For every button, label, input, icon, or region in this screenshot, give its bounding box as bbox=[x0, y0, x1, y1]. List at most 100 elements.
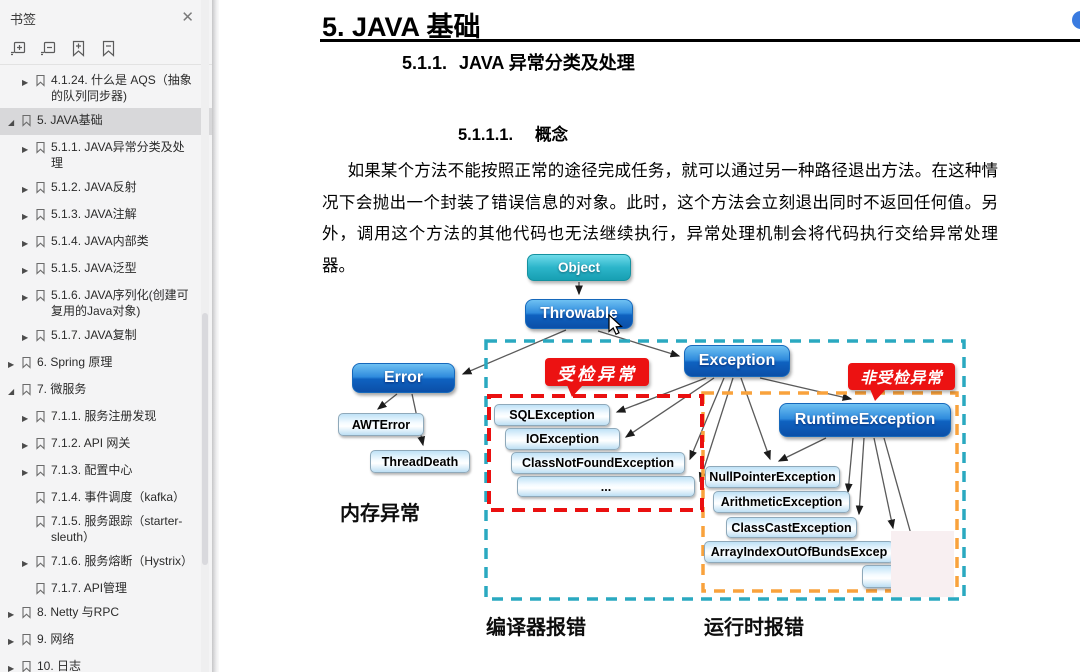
expand-arrow-icon[interactable] bbox=[22, 489, 35, 492]
bookmark-icon bbox=[36, 262, 45, 275]
bookmark-label: 8. Netty 与RPC bbox=[37, 605, 120, 619]
bookmark-icon bbox=[36, 289, 45, 302]
bookmark-tree-item[interactable]: ▶ 5.1.2. JAVA反射 bbox=[0, 175, 212, 202]
mouse-cursor bbox=[608, 314, 623, 336]
expand-arrow-icon[interactable]: ◢ bbox=[8, 387, 15, 396]
node-classnotfoundexception: ClassNotFoundException bbox=[511, 452, 685, 474]
bookmark-icon bbox=[22, 356, 31, 369]
section-number: 5.1.1. bbox=[402, 53, 448, 73]
bookmark-label: 5.1.5. JAVA泛型 bbox=[51, 261, 137, 275]
close-icon[interactable]: ✕ bbox=[181, 9, 194, 26]
bookmark-icon bbox=[36, 74, 45, 87]
bookmark-icon bbox=[36, 329, 45, 342]
bookmark-icon bbox=[22, 114, 31, 127]
expand-all-icon[interactable] bbox=[8, 38, 28, 58]
bookmark-tree-item[interactable]: 7.1.4. 事件调度（kafka） bbox=[0, 485, 212, 509]
expand-arrow-icon[interactable]: ▶ bbox=[22, 266, 29, 275]
sidebar-scrollbar-thumb[interactable] bbox=[202, 313, 208, 565]
expand-arrow-icon[interactable]: ◢ bbox=[8, 118, 15, 127]
bookmark-icon bbox=[36, 235, 45, 248]
expand-arrow-icon[interactable]: ▶ bbox=[22, 333, 29, 342]
title-underline bbox=[320, 39, 1080, 42]
collapse-all-icon[interactable] bbox=[38, 38, 58, 58]
expand-arrow-icon[interactable]: ▶ bbox=[8, 610, 15, 619]
panel-divider bbox=[212, 0, 219, 672]
panel-title: 书签 bbox=[10, 12, 37, 27]
bookmark-label: 7. 微服务 bbox=[37, 382, 87, 396]
bookmark-label: 7.1.1. 服务注册发现 bbox=[51, 409, 157, 423]
bookmark-label: 5.1.3. JAVA注解 bbox=[51, 207, 137, 221]
bookmark-tree-item[interactable]: ▶ 9. 网络 bbox=[0, 627, 212, 654]
bookmark-label: 6. Spring 原理 bbox=[37, 355, 113, 369]
expand-arrow-icon[interactable]: ▶ bbox=[8, 664, 15, 672]
bookmarks-panel-header: 书签 ✕ bbox=[0, 0, 212, 30]
node-runtime-exception: RuntimeException bbox=[779, 403, 951, 437]
node-error: Error bbox=[352, 363, 455, 393]
expand-arrow-icon[interactable]: ▶ bbox=[22, 239, 29, 248]
bookmark-tree-item[interactable]: ▶ 7.1.1. 服务注册发现 bbox=[0, 404, 212, 431]
bookmark-icon bbox=[22, 633, 31, 646]
unchecked-exception-callout: 非受检异常 bbox=[848, 363, 955, 401]
bookmark-icon bbox=[36, 141, 45, 154]
subsection-text: 概念 bbox=[535, 126, 569, 144]
bookmark-label: 5.1.2. JAVA反射 bbox=[51, 180, 137, 194]
bookmark-tree-item[interactable]: ▶ 4.1.24. 什么是 AQS（抽象的队列同步器) bbox=[0, 68, 212, 108]
expand-arrow-icon[interactable] bbox=[22, 513, 35, 516]
bookmark-tree-item[interactable]: ▶ 5.1.1. JAVA异常分类及处理 bbox=[0, 135, 212, 175]
bookmark-label: 9. 网络 bbox=[37, 632, 75, 646]
node-throwable: Throwable bbox=[525, 299, 633, 329]
bookmark-tree-item[interactable]: ▶ 5.1.3. JAVA注解 bbox=[0, 202, 212, 229]
add-bookmark-icon[interactable] bbox=[68, 38, 88, 58]
node-nullpointerexception: NullPointerException bbox=[705, 466, 840, 488]
node-ioexception: IOException bbox=[505, 428, 620, 450]
expand-arrow-icon[interactable]: ▶ bbox=[22, 145, 29, 154]
node-threaddeath: ThreadDeath bbox=[370, 450, 470, 473]
expand-arrow-icon[interactable]: ▶ bbox=[22, 441, 29, 450]
expand-arrow-icon[interactable]: ▶ bbox=[8, 637, 15, 646]
bookmark-icon bbox=[22, 660, 31, 672]
expand-arrow-icon[interactable]: ▶ bbox=[22, 78, 29, 87]
bookmark-tree-item[interactable]: ▶ 6. Spring 原理 bbox=[0, 350, 212, 377]
expand-arrow-icon[interactable]: ▶ bbox=[22, 414, 29, 423]
bookmark-label: 7.1.4. 事件调度（kafka） bbox=[51, 490, 186, 504]
bookmark-tree-item[interactable]: ◢ 5. JAVA基础 bbox=[0, 108, 212, 135]
expand-arrow-icon[interactable]: ▶ bbox=[22, 185, 29, 194]
bookmarks-toolbar bbox=[0, 30, 212, 65]
bookmark-icon bbox=[36, 464, 45, 477]
bookmark-icon bbox=[22, 383, 31, 396]
expand-arrow-icon[interactable] bbox=[22, 580, 35, 583]
bookmark-icon bbox=[36, 491, 45, 504]
sidebar-scrollbar-track[interactable] bbox=[201, 0, 209, 672]
bookmark-tree-item[interactable]: ▶ 5.1.7. JAVA复制 bbox=[0, 323, 212, 350]
bookmark-tree-item[interactable]: ▶ 5.1.5. JAVA泛型 bbox=[0, 256, 212, 283]
bookmark-tree-item[interactable]: 7.1.7. API管理 bbox=[0, 576, 212, 600]
expand-arrow-icon[interactable]: ▶ bbox=[22, 293, 29, 302]
bookmark-label: 5. JAVA基础 bbox=[37, 113, 103, 127]
runtime-error-label: 运行时报错 bbox=[704, 617, 804, 639]
bookmark-tree-item[interactable]: ◢ 7. 微服务 bbox=[0, 377, 212, 404]
node-sqlexception: SQLException bbox=[494, 404, 610, 426]
bookmark-tree-item[interactable]: ▶ 5.1.6. JAVA序列化(创建可复用的Java对象) bbox=[0, 283, 212, 323]
expand-arrow-icon[interactable]: ▶ bbox=[8, 360, 15, 369]
bookmark-tree-item[interactable]: ▶ 8. Netty 与RPC bbox=[0, 600, 212, 627]
expand-arrow-icon[interactable]: ▶ bbox=[22, 559, 29, 568]
floating-action-button[interactable] bbox=[1072, 11, 1080, 29]
bookmark-icon bbox=[36, 437, 45, 450]
body-paragraph: 如果某个方法不能按照正常的途径完成任务，就可以通过另一种路径退出方法。在这种情况… bbox=[322, 162, 998, 275]
checked-exception-callout: 受检异常 bbox=[545, 358, 649, 397]
bookmark-tree-item[interactable]: ▶ 7.1.3. 配置中心 bbox=[0, 458, 212, 485]
node-classcastexception: ClassCastException bbox=[726, 517, 857, 538]
expand-arrow-icon[interactable]: ▶ bbox=[22, 212, 29, 221]
bookmark-tree-item[interactable]: ▶ 7.1.2. API 网关 bbox=[0, 431, 212, 458]
bookmark-tree-item[interactable]: ▶ 7.1.6. 服务熔断（Hystrix） bbox=[0, 549, 212, 576]
bookmark-label: 7.1.5. 服务跟踪（starter-sleuth） bbox=[51, 514, 183, 544]
bookmark-tree-item[interactable]: ▶ 10. 日志 bbox=[0, 654, 212, 672]
bookmark-tree-item[interactable]: ▶ 5.1.4. JAVA内部类 bbox=[0, 229, 212, 256]
remove-bookmark-icon[interactable] bbox=[98, 38, 118, 58]
bookmark-icon bbox=[22, 606, 31, 619]
expand-arrow-icon[interactable]: ▶ bbox=[22, 468, 29, 477]
section-text: JAVA 异常分类及处理 bbox=[459, 53, 635, 73]
bookmark-label: 7.1.3. 配置中心 bbox=[51, 463, 133, 477]
bookmark-tree-item[interactable]: 7.1.5. 服务跟踪（starter-sleuth） bbox=[0, 509, 212, 549]
